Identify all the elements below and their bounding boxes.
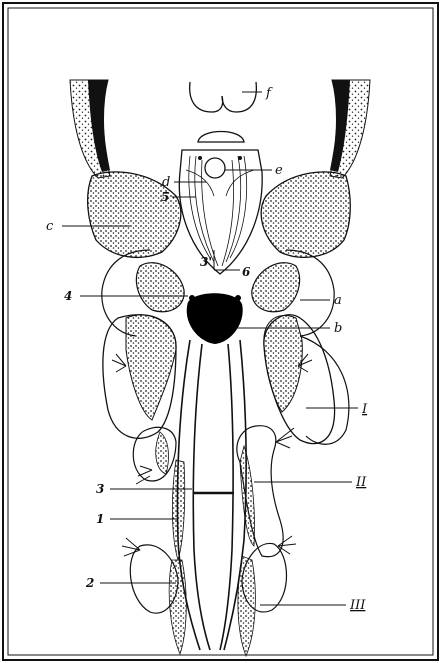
right-petrous-bone [261, 172, 350, 258]
label-5: 5 [161, 190, 169, 204]
label-d: d [162, 175, 170, 190]
left-column-II [172, 460, 184, 560]
left-small-bone [136, 263, 184, 312]
label-c: c [46, 219, 54, 234]
label-3: 3 [96, 482, 104, 496]
label-a: a [334, 293, 342, 308]
brain-lobes [190, 82, 257, 112]
right-small-bone [252, 263, 300, 312]
spinal-cord [178, 340, 247, 650]
label-e: e [275, 163, 283, 178]
label-roman-I: I [361, 402, 368, 417]
label-3-prime: 3' [200, 255, 212, 269]
central-dark-body [187, 293, 243, 344]
nerve-fibres-III [122, 536, 296, 556]
dome [198, 132, 244, 143]
right-skull-wall [330, 80, 370, 178]
label-1: 1 [96, 512, 104, 526]
left-vertebra-II [133, 427, 176, 481]
eye-structure [205, 158, 225, 178]
label-b: b [334, 321, 342, 336]
right-wing-I [300, 336, 349, 444]
left-skull-wall [70, 80, 110, 178]
label-4: 4 [64, 289, 72, 303]
label-roman-III: III [349, 598, 366, 613]
label-2: 2 [85, 576, 94, 590]
label-roman-II: II [355, 475, 367, 490]
label-6: 6 [242, 265, 251, 279]
label-f: f [265, 86, 273, 101]
